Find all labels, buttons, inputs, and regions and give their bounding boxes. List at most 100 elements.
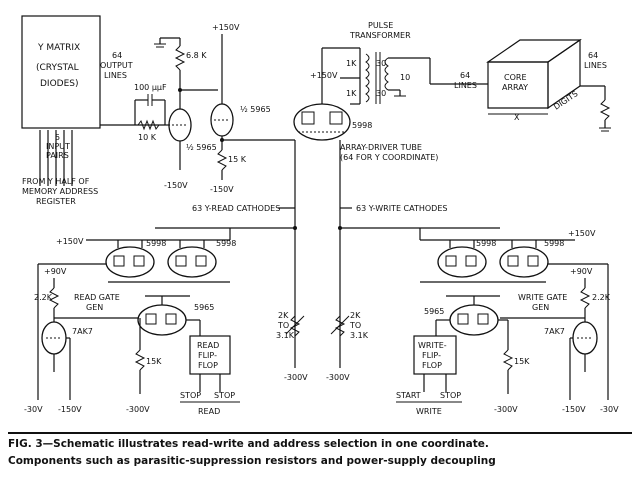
read-flip-flop-box xyxy=(189,335,231,375)
read-flip-flop-label-2: FLIP- xyxy=(198,351,217,360)
winding-30-b: 30 xyxy=(376,89,386,98)
tube-5998-left-2-label: 5998 xyxy=(216,239,236,248)
tube-5998-left-2 xyxy=(167,246,217,278)
read-section: +150V 5998 5998 +90V 2.2K READ GATE GEN … xyxy=(24,228,240,416)
minus300-mid-a: -300V xyxy=(284,373,308,382)
stop-c: STOP xyxy=(440,391,461,400)
resistor-22k-left: 2.2K xyxy=(34,293,53,302)
output-lines-label-1: OUTPUT xyxy=(100,61,133,70)
y-matrix-label: Y MATRIX xyxy=(37,43,80,53)
core-array-group: CORE ARRAY 64 LINES 64 LINES X DIGITS xyxy=(454,38,611,132)
read-gate-label-2: GEN xyxy=(86,303,103,312)
array-driver-group: 5998 ARRAY-DRIVER TUBE (64 FOR Y COORDIN… xyxy=(293,47,438,310)
input-pairs-label-1: INPUT xyxy=(46,142,70,151)
output-network: 64 OUTPUT LINES 100 µµF 10 K ½ 5965 -150… xyxy=(100,37,218,190)
winding-30-a: 30 xyxy=(376,59,386,68)
array-driver-label-2: (64 FOR Y COORDINATE) xyxy=(340,153,438,162)
pulse-transformer-label-1: PULSE xyxy=(368,21,393,30)
resistor-1k-a: 1K xyxy=(346,59,357,68)
write-flip-flop-label-1: WRITE- xyxy=(418,341,447,350)
tube-5965-right xyxy=(449,304,499,336)
minus300-left: -300V xyxy=(126,405,150,414)
from-y-label-3: REGISTER xyxy=(36,197,76,206)
resistor-15k-right: 15K xyxy=(514,357,530,366)
y-matrix-sub1: (CRYSTAL xyxy=(36,63,79,73)
tube-7ak7-left-label: 7AK7 xyxy=(72,327,93,336)
plus150-right: +150V xyxy=(568,229,596,238)
write-gate-label-1: WRITE GATE xyxy=(518,293,567,302)
plus90-right: +90V xyxy=(570,267,593,276)
digits-label: DIGITS xyxy=(552,89,579,112)
core-array-label-2: ARRAY xyxy=(502,83,528,92)
tube-5998-right-2 xyxy=(499,246,549,278)
minus30-right: -30V xyxy=(600,405,619,414)
minus150-b: -150V xyxy=(210,185,234,194)
minus150-right: -150V xyxy=(562,405,586,414)
write-flip-flop-label-2: FLIP- xyxy=(422,351,441,360)
y-write-cathodes-label: 63 Y-WRITE CATHODES xyxy=(356,204,447,213)
start-label: START xyxy=(396,391,421,400)
write-flip-flop-label-3: FLOP xyxy=(422,361,442,370)
stop-a: STOP xyxy=(180,391,201,400)
from-y-label-1: FROM Y HALF OF xyxy=(22,177,90,186)
tube-5965-left-label: 5965 xyxy=(194,303,214,312)
tube-5965-half-b-label: ½ 5965 xyxy=(240,105,271,114)
from-y-label-2: MEMORY ADDRESS xyxy=(22,187,98,196)
pulse-transformer-group: PULSE TRANSFORMER 1K +150V 1K 30 30 10 xyxy=(310,21,488,105)
tube-5998-left-1 xyxy=(105,246,155,278)
capacitor-label: 100 µµF xyxy=(134,83,167,92)
output-lines-label-2: LINES xyxy=(104,71,127,80)
resistor-15k-left: 15K xyxy=(146,357,162,366)
tube-5998-right-2-label: 5998 xyxy=(544,239,564,248)
write-label: WRITE xyxy=(416,407,442,416)
lines-64-left-count: 64 xyxy=(460,71,470,80)
input-pairs-label-2: PAIRS xyxy=(46,151,69,160)
minus300-mid-b: -300V xyxy=(326,373,350,382)
figure-caption: FIG. 3—Schematic illustrates read-write … xyxy=(8,432,632,476)
resistor-68k-label: 6.8 K xyxy=(186,51,207,60)
read-label: READ xyxy=(198,407,220,416)
tube-5998-right-1 xyxy=(437,246,487,278)
resistor-1k-b: 1K xyxy=(346,89,357,98)
resistor-10k-label: 10 K xyxy=(138,133,157,142)
write-gate-label-2: GEN xyxy=(532,303,549,312)
lines-64-left-label: LINES xyxy=(454,81,477,90)
read-flip-flop-label-3: FLOP xyxy=(198,361,218,370)
schematic-diagram: Y MATRIX (CRYSTAL DIODES) 5 INPUT PAIRS … xyxy=(21,15,619,416)
minus150-a: -150V xyxy=(164,181,188,190)
cathode-bus: 63 Y-READ CATHODES 63 Y-WRITE CATHODES xyxy=(155,204,500,230)
pulse-transformer-label-2: TRANSFORMER xyxy=(349,31,411,40)
tube-5998-left-1-label: 5998 xyxy=(146,239,166,248)
pot-31k-a: 3.1K xyxy=(276,331,295,340)
tube-5998-right-1-label: 5998 xyxy=(476,239,496,248)
tube-5965-left xyxy=(137,304,187,336)
output-lines-count: 64 xyxy=(112,51,122,60)
plus90-left: +90V xyxy=(44,267,67,276)
pot-2k-a: 2K xyxy=(278,311,289,320)
minus30-left: -30V xyxy=(24,405,43,414)
resistor-22k-right: 2.2K xyxy=(592,293,611,302)
read-flip-flop-label-1: READ xyxy=(197,341,219,350)
lines-64-right-label: LINES xyxy=(584,61,607,70)
y-matrix-sub2: DIODES) xyxy=(40,79,79,89)
y-matrix-block: Y MATRIX (CRYSTAL DIODES) 5 INPUT PAIRS … xyxy=(21,15,101,206)
winding-10: 10 xyxy=(400,73,410,82)
pot-to-b: TO xyxy=(349,321,361,330)
pot-to-a: TO xyxy=(277,321,289,330)
lines-64-right-count: 64 xyxy=(588,51,598,60)
tube-5965-half-a-label: ½ 5965 xyxy=(186,143,217,152)
tube-5965-half-b-group: +150V ½ 5965 15 K -150V xyxy=(210,23,295,194)
plus150-top: +150V xyxy=(212,23,240,32)
caption-line-2: Components such as parasitic-suppression… xyxy=(8,455,496,467)
y-read-cathodes-label: 63 Y-READ CATHODES xyxy=(192,204,280,213)
caption-line-1: FIG. 3—Schematic illustrates read-write … xyxy=(8,438,489,450)
resistor-15k-top-label: 15 K xyxy=(228,155,247,164)
tube-7ak7-right-label: 7AK7 xyxy=(544,327,565,336)
x-dimension-label: X xyxy=(514,113,520,122)
core-array-label-1: CORE xyxy=(504,73,527,82)
plus150-mid: +150V xyxy=(310,71,338,80)
plus150-left: +150V xyxy=(56,237,84,246)
input-pairs-count: 5 xyxy=(55,133,60,142)
tube-5998-top-label: 5998 xyxy=(352,121,372,130)
